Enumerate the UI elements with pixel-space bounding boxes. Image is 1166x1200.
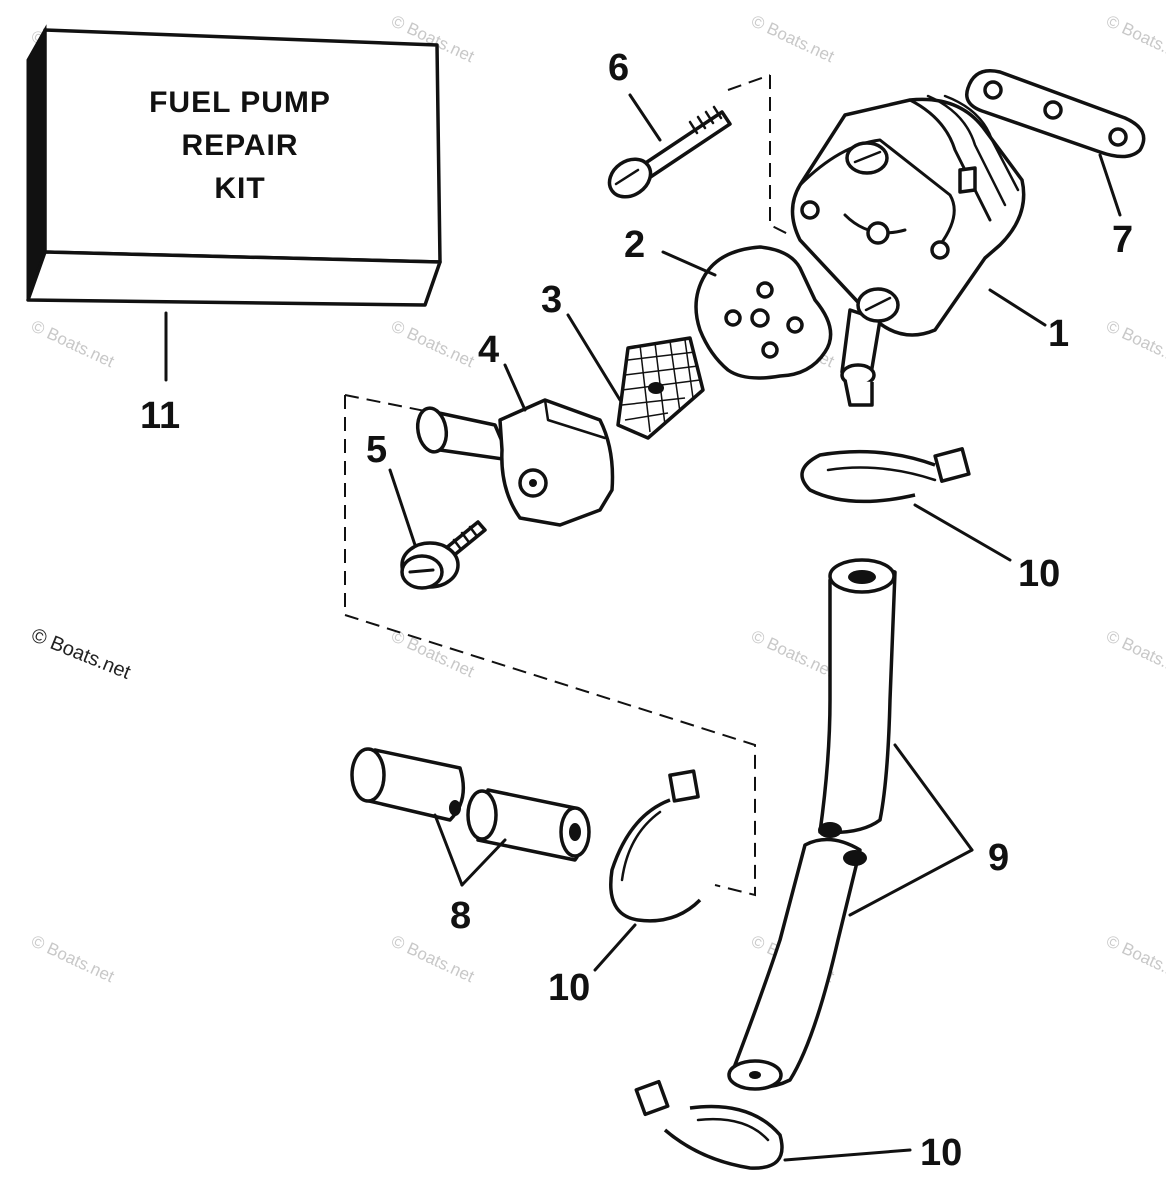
part-11-repair-kit-box: FUEL PUMP REPAIR KIT (26, 24, 442, 307)
callout-10-bottom: 10 (920, 1132, 962, 1174)
callout-1: 1 (1048, 313, 1069, 355)
callout-6: 6 (608, 47, 629, 89)
callout-9: 9 (988, 837, 1009, 879)
callout-10-middle: 10 (548, 967, 590, 1009)
watermark: © Boats.net (1103, 626, 1166, 681)
part-4-cover (415, 398, 615, 527)
callout-7: 7 (1112, 219, 1133, 261)
part-10-clamp-middle (609, 769, 702, 923)
callout-2: 2 (624, 224, 645, 266)
kit-label-line3: KIT (214, 172, 265, 205)
part-10-clamp-bottom (634, 1079, 784, 1170)
part-3-screen (616, 336, 705, 440)
watermark: © Boats.net (388, 626, 477, 681)
kit-label-line1: FUEL PUMP (149, 86, 331, 119)
part-2-diaphragm (694, 245, 833, 380)
callout-labels: 11 6 7 2 1 3 4 5 10 9 8 10 10 (140, 47, 1133, 1174)
part-10-clamp-top (800, 447, 971, 504)
watermark: © Boats.net (388, 931, 477, 986)
part-9-hose-upper (818, 558, 897, 838)
leader-lines (164, 93, 1122, 1162)
watermark: © Boats.net (28, 316, 117, 371)
part-7-gasket-plate (965, 69, 1146, 159)
part-9-hose-lower (727, 837, 867, 1091)
part-5-knurled-screw (400, 520, 487, 590)
callout-8: 8 (450, 895, 471, 937)
callout-5: 5 (366, 429, 387, 471)
watermark-main: © Boats.net (28, 624, 134, 684)
watermark: © Boats.net (1103, 11, 1166, 66)
assembly-dashed-outline (344, 74, 791, 897)
callout-3: 3 (541, 279, 562, 321)
part-1-fuel-pump-body (790, 94, 1026, 407)
part-8-hose-pieces (350, 747, 591, 862)
watermark: © Boats.net (28, 931, 117, 986)
part-6-screw (607, 105, 732, 199)
watermark: © Boats.net (748, 11, 837, 66)
callout-4: 4 (478, 329, 499, 371)
callout-11: 11 (140, 395, 180, 437)
callout-10-top: 10 (1018, 553, 1060, 595)
watermark: © Boats.net (388, 316, 477, 371)
kit-label-line2: REPAIR (181, 129, 298, 162)
watermark: © Boats.net (1103, 316, 1166, 371)
watermark: © Boats.net (1103, 931, 1166, 986)
watermark: © Boats.net (748, 626, 837, 681)
